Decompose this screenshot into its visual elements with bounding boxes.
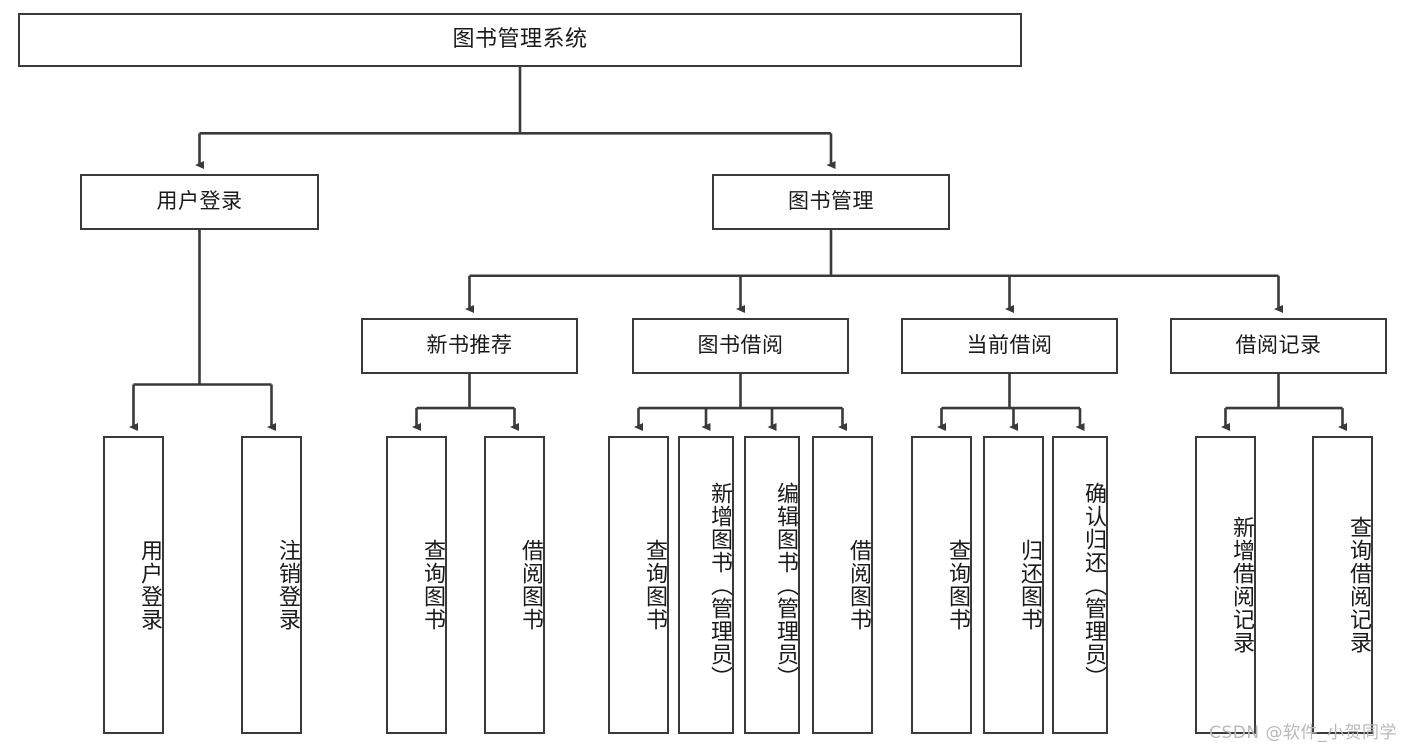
node-label: 查询借阅记录 xyxy=(1346,516,1371,654)
leaf-node-rec-borrow-book[interactable]: 借阅图书 xyxy=(484,436,545,734)
node-label: 图书管理系统 xyxy=(452,26,588,52)
node-label: 归还图书 xyxy=(1017,539,1042,631)
leaf-node-confirm-return-admin[interactable]: 确认归还（管理员） xyxy=(1052,436,1108,734)
node-label: 借阅图书 xyxy=(846,539,871,631)
leaf-node-rec-query-book[interactable]: 查询图书 xyxy=(386,436,447,734)
node-label: 注销登录 xyxy=(275,539,300,631)
node-current-borrow[interactable]: 当前借阅 xyxy=(901,318,1118,374)
node-label: 借阅记录 xyxy=(1235,333,1322,358)
node-label: 借阅图书 xyxy=(518,539,543,631)
node-book-borrow[interactable]: 图书借阅 xyxy=(632,318,849,374)
leaf-node-edit-book-admin[interactable]: 编辑图书（管理员） xyxy=(744,436,800,734)
leaf-node-user-login[interactable]: 用户登录 xyxy=(103,436,164,734)
node-root-book-management-system[interactable]: 图书管理系统 xyxy=(18,13,1022,67)
node-new-book-recommend[interactable]: 新书推荐 xyxy=(361,318,578,374)
node-label: 新增图书（管理员） xyxy=(707,481,732,689)
leaf-node-add-book-admin[interactable]: 新增图书（管理员） xyxy=(678,436,734,734)
node-label: 用户登录 xyxy=(156,189,243,214)
leaf-node-user-logout[interactable]: 注销登录 xyxy=(241,436,302,734)
node-label: 新书推荐 xyxy=(426,333,513,358)
node-label: 图书借阅 xyxy=(697,333,784,358)
leaf-node-return-book[interactable]: 归还图书 xyxy=(983,436,1044,734)
node-label: 当前借阅 xyxy=(966,333,1053,358)
node-label: 图书管理 xyxy=(788,189,874,214)
leaf-node-borrow-query-book[interactable]: 查询图书 xyxy=(608,436,669,734)
node-book-management[interactable]: 图书管理 xyxy=(712,174,950,230)
leaf-node-add-borrow-record[interactable]: 新增借阅记录 xyxy=(1195,436,1256,734)
leaf-node-query-borrow-record[interactable]: 查询借阅记录 xyxy=(1312,436,1373,734)
node-label: 用户登录 xyxy=(137,539,162,631)
csdn-watermark: CSDN @软件_小贺同学 xyxy=(1209,723,1397,743)
node-user-login[interactable]: 用户登录 xyxy=(80,174,319,230)
node-label: 查询图书 xyxy=(945,539,970,631)
node-label: 查询图书 xyxy=(642,539,667,631)
node-label: 新增借阅记录 xyxy=(1229,516,1254,654)
leaf-node-current-query-book[interactable]: 查询图书 xyxy=(911,436,972,734)
node-borrow-record[interactable]: 借阅记录 xyxy=(1170,318,1387,374)
node-label: 确认归还（管理员） xyxy=(1081,481,1106,689)
node-label: 编辑图书（管理员） xyxy=(773,481,798,689)
leaf-node-borrow-book[interactable]: 借阅图书 xyxy=(812,436,873,734)
node-label: 查询图书 xyxy=(420,539,445,631)
